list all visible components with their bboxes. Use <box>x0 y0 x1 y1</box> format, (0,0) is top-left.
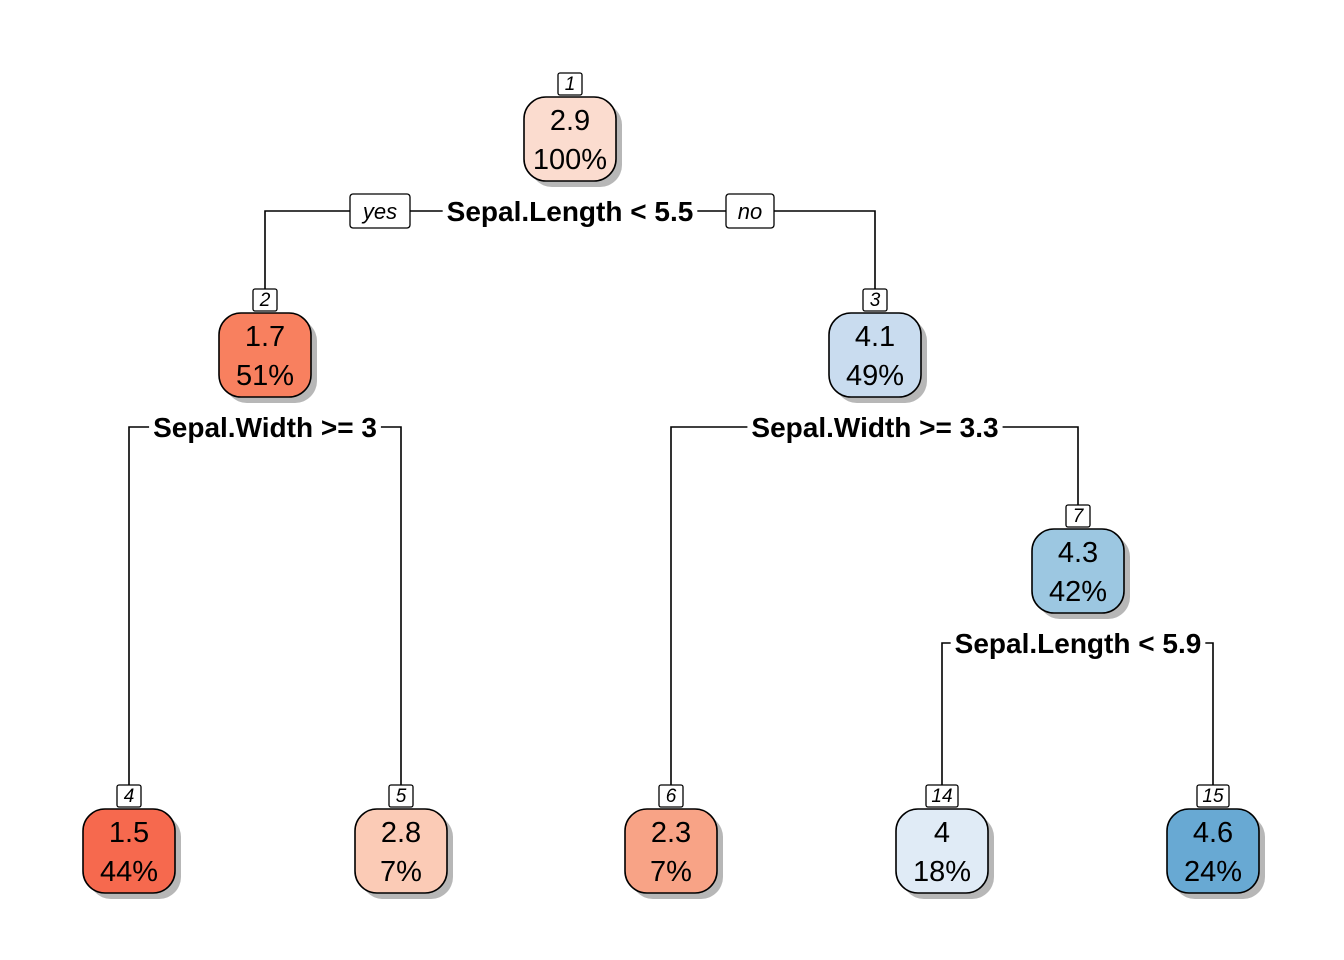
node-number: 3 <box>870 290 881 311</box>
node-number-box <box>252 288 278 312</box>
no-label-box <box>725 193 775 229</box>
node-number: 1 <box>565 74 576 95</box>
node-number-box <box>658 784 684 808</box>
edge-from-node-3 <box>670 426 1079 787</box>
node-number-box <box>862 288 888 312</box>
tree-node-2: 1.7 51% 2 <box>218 288 317 403</box>
node-box <box>1166 808 1260 894</box>
node-percent: 24% <box>1184 856 1242 888</box>
node-number: 5 <box>396 786 407 807</box>
node-number-box <box>557 72 583 96</box>
node-box <box>82 808 176 894</box>
node-percent: 18% <box>913 856 971 888</box>
node-value: 2.8 <box>381 817 421 849</box>
node-box <box>523 96 617 182</box>
node-number-box <box>388 784 414 808</box>
yes-label-group: yes <box>349 193 411 229</box>
split-label-node-1: Sepal.Length < 5.5 <box>447 196 694 227</box>
yes-label-box <box>349 193 411 229</box>
tree-node-7: 4.3 42% 7 <box>1031 504 1130 619</box>
no-label: no <box>738 199 762 224</box>
node-number: 14 <box>931 786 952 807</box>
node-value: 4.6 <box>1193 817 1233 849</box>
tree-nodes: 2.9 100% 1 1.7 51% 2 4.1 49% 3 1.5 44% 4 2.8 7% 5 2.3 7%… <box>82 72 1265 899</box>
node-value: 2.3 <box>651 817 691 849</box>
node-number-box <box>116 784 142 808</box>
node-value: 4.3 <box>1058 537 1098 569</box>
node-box <box>1031 528 1125 614</box>
split-label-node-2: Sepal.Width >= 3 <box>153 412 377 443</box>
split-label-background <box>149 411 381 444</box>
node-number: 15 <box>1202 786 1224 807</box>
node-value: 4.1 <box>855 321 895 353</box>
split-label-node-3: Sepal.Width >= 3.3 <box>751 412 998 443</box>
edge-from-node-2 <box>128 426 402 787</box>
yes-label: yes <box>361 199 397 224</box>
tree-node-4: 1.5 44% 4 <box>82 784 181 899</box>
tree-node-14: 4 18% 14 <box>895 784 994 899</box>
node-value: 1.5 <box>109 817 149 849</box>
node-box <box>218 312 312 398</box>
tree-node-5: 2.8 7% 5 <box>354 784 453 899</box>
tree-edges <box>128 210 1214 787</box>
node-value: 2.9 <box>550 105 590 137</box>
node-box <box>828 312 922 398</box>
yes-no-labels: yes no <box>349 193 775 229</box>
split-label-node-7: Sepal.Length < 5.9 <box>955 628 1202 659</box>
node-value: 4 <box>934 817 950 849</box>
node-number-box <box>925 784 959 808</box>
node-number-box <box>1196 784 1230 808</box>
split-label-background <box>950 627 1206 660</box>
node-number: 7 <box>1073 506 1085 527</box>
split-label-background <box>442 195 698 228</box>
node-number: 6 <box>666 786 677 807</box>
node-box <box>624 808 718 894</box>
node-number: 4 <box>124 786 135 807</box>
node-number-box <box>1065 504 1091 528</box>
node-percent: 7% <box>650 856 692 888</box>
node-percent: 51% <box>236 360 294 392</box>
node-percent: 42% <box>1049 576 1107 608</box>
node-box <box>354 808 448 894</box>
tree-node-3: 4.1 49% 3 <box>828 288 927 403</box>
tree-node-6: 2.3 7% 6 <box>624 784 723 899</box>
node-box <box>895 808 989 894</box>
node-percent: 100% <box>533 144 607 176</box>
node-number: 2 <box>259 290 271 311</box>
tree-node-1: 2.9 100% 1 <box>523 72 622 187</box>
node-percent: 7% <box>380 856 422 888</box>
no-label-group: no <box>725 193 775 229</box>
node-percent: 49% <box>846 360 904 392</box>
edge-from-node-7 <box>941 642 1214 787</box>
split-label-background <box>747 411 1003 444</box>
node-percent: 44% <box>100 856 158 888</box>
tree-node-15: 4.6 24% 15 <box>1166 784 1265 899</box>
node-value: 1.7 <box>245 321 285 353</box>
